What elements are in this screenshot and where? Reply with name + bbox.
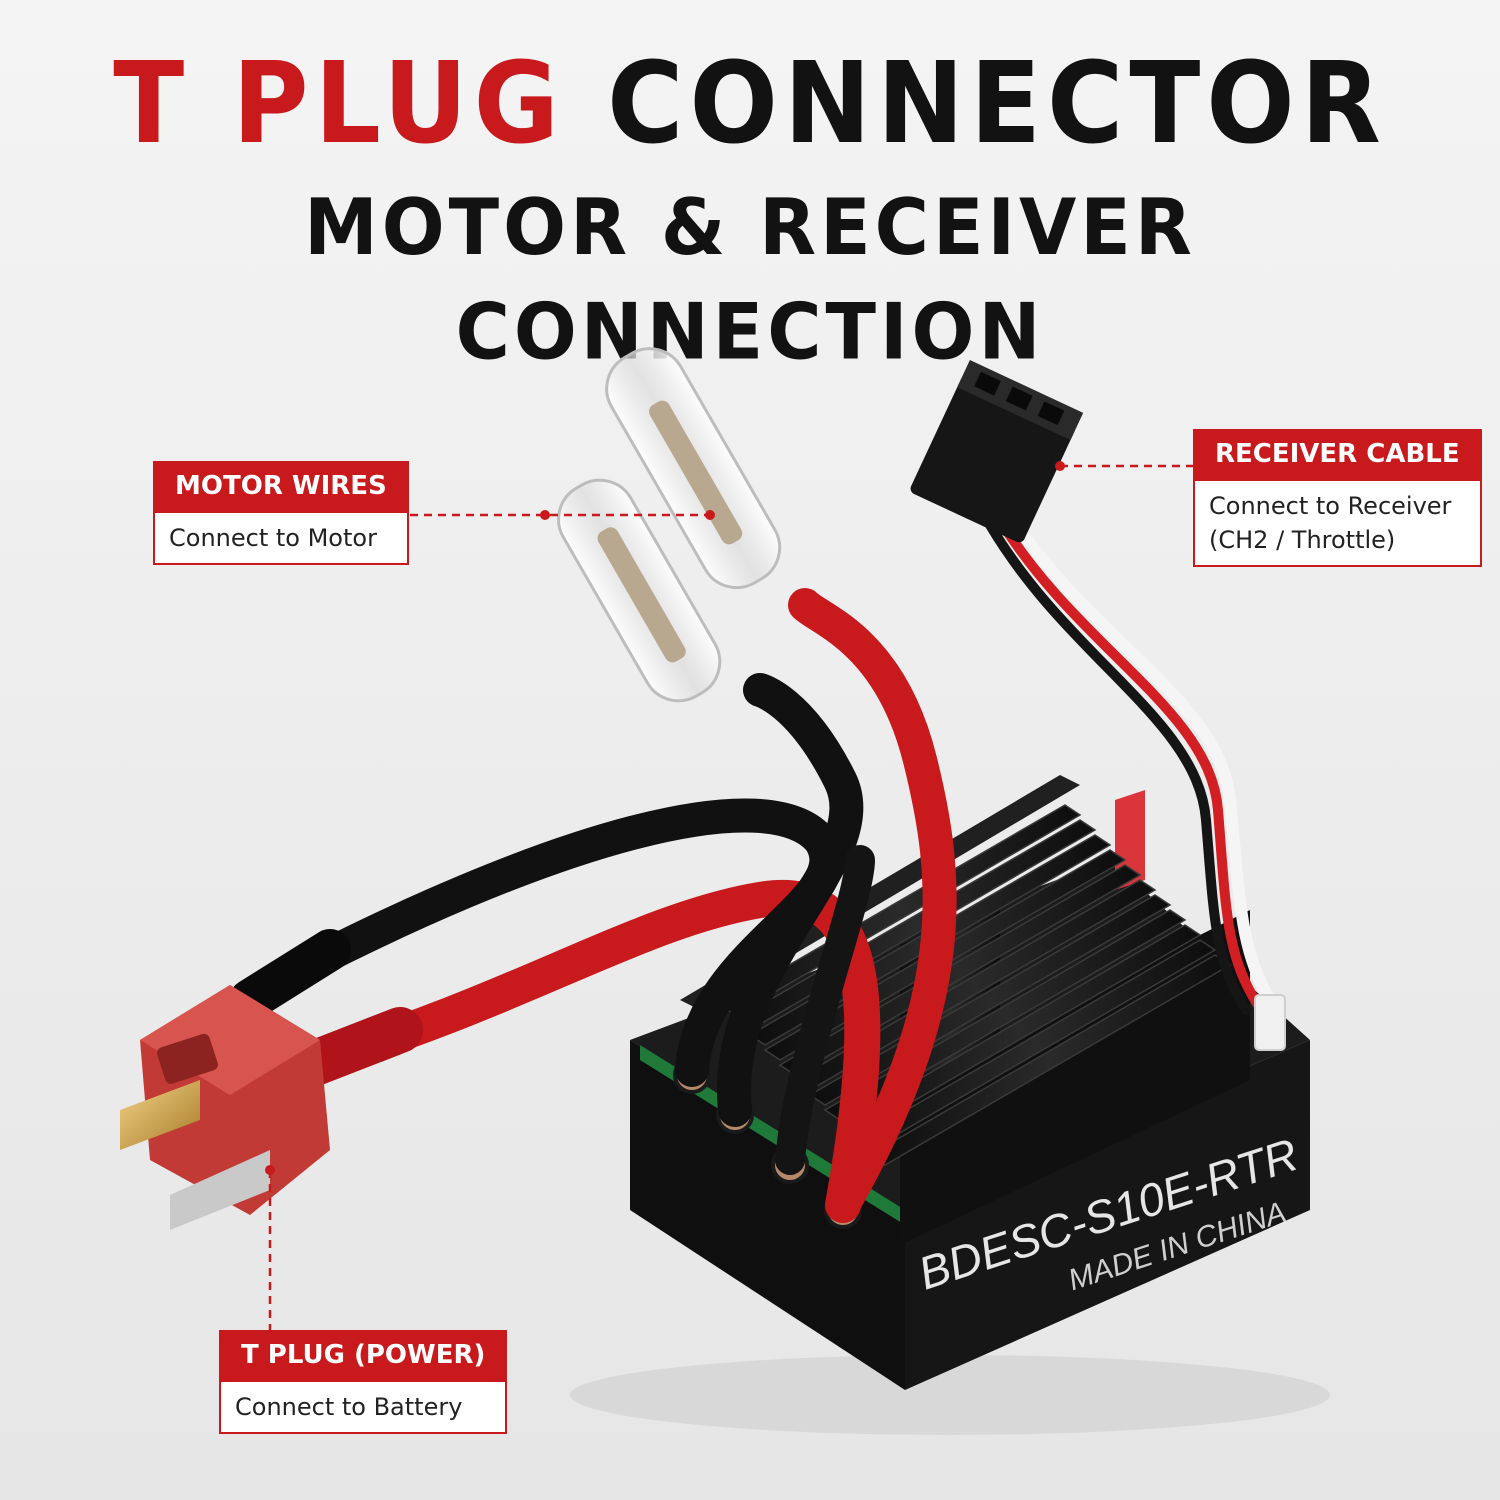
t-plug-connector [120, 985, 330, 1230]
esc-shadow [570, 1355, 1330, 1435]
callout-receiver-text: Connect to Receiver (CH2 / Throttle) [1193, 479, 1482, 567]
motor-red-wire [788, 588, 957, 1222]
callout-motor-title: MOTOR WIRES [153, 461, 409, 511]
motor-black-wire [717, 673, 864, 1127]
receiver-plug-port [1254, 994, 1286, 1051]
title-red-part: T PLUG [113, 37, 565, 169]
callout-leaders [268, 464, 1193, 1330]
callout-motor-wires: MOTOR WIRES Connect to Motor [153, 461, 409, 565]
power-red-wire [302, 880, 881, 1223]
callout-receiver-cable: RECEIVER CABLE Connect to Receiver (CH2 … [1193, 429, 1482, 567]
motor-bullet-sleeve-2 [605, 347, 782, 590]
callout-tplug-text: Connect to Battery [219, 1380, 508, 1434]
page-subtitle: MOTOR & RECEIVER CONNECTION [304, 182, 1196, 378]
motor-bullet-sleeve-1 [557, 478, 722, 703]
callout-receiver-title: RECEIVER CABLE [1193, 429, 1482, 479]
leader-dot-motor-2 [705, 510, 715, 520]
title-black-part: CONNECTOR [607, 37, 1387, 169]
callout-receiver-line1: Connect to Receiver [1209, 492, 1452, 520]
leader-dot-receiver [1055, 461, 1065, 471]
callout-receiver-line2: (CH2 / Throttle) [1209, 526, 1396, 554]
callout-tplug-title: T PLUG (POWER) [219, 1330, 508, 1380]
leader-dot-tplug [265, 1165, 275, 1175]
receiver-connector [910, 360, 1084, 543]
callout-t-plug: T PLUG (POWER) Connect to Battery [219, 1330, 508, 1434]
page-title: T PLUG CONNECTOR [0, 33, 1500, 173]
power-black-wire [243, 798, 844, 1087]
receiver-signal-wire [1004, 509, 1276, 1006]
leader-dot-motor-1 [540, 510, 550, 520]
callout-motor-text: Connect to Motor [153, 511, 409, 565]
